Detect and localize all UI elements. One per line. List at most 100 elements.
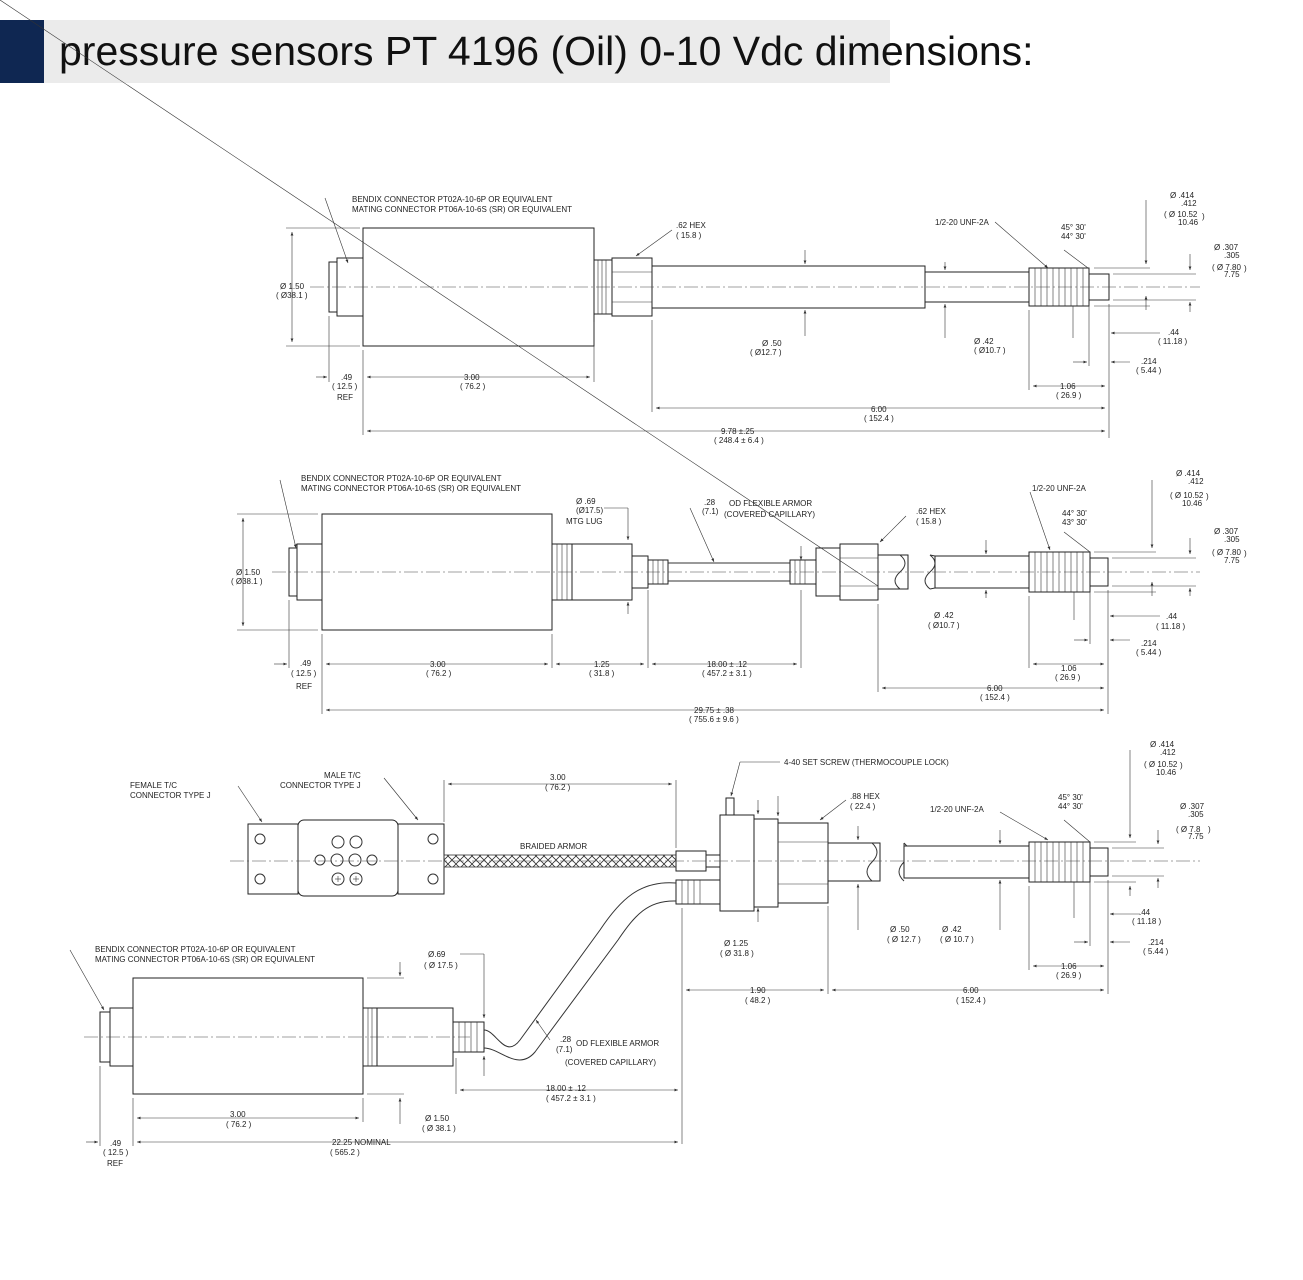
d3-male-tc-center: [297, 819, 399, 897]
d3-d190-b: ( 48.2 ): [745, 996, 771, 1005]
d1-dia307-b: .305: [1224, 251, 1240, 260]
page-title: pressure sensors PT 4196 (Oil) 0-10 Vdc …: [59, 28, 1034, 74]
d2-d106-b: ( 26.9 ): [1055, 673, 1081, 682]
d1-d44-a: .44: [1168, 328, 1180, 337]
d2-dia307-a: Ø .307: [1214, 527, 1239, 536]
d2-d1800-a: 18.00 ± .12: [707, 660, 748, 669]
d2-hex-metric: ( 15.8 ): [916, 517, 942, 526]
d1-d214-b: ( 5.44 ): [1136, 366, 1162, 375]
d3-dia307-a: Ø .307: [1180, 802, 1205, 811]
d2-dia414-a: Ø .414: [1176, 469, 1201, 478]
d1-d49-b: ( 12.5 ): [332, 382, 358, 391]
d1-connector-line2: MATING CONNECTOR PT06A-10-6S (SR) OR EQU…: [352, 205, 572, 214]
d1-d600-a: 6.00: [871, 405, 887, 414]
d3-male-a: MALE T/C: [324, 771, 361, 780]
d2-d44-a: .44: [1166, 612, 1178, 621]
d3-hex-label: .88 HEX: [850, 792, 880, 801]
d3-braided-label: BRAIDED ARMOR: [520, 842, 587, 851]
d3-d44-b: ( 11.18 ): [1132, 917, 1162, 926]
d1-d49-c: REF: [337, 393, 353, 402]
d1-hex-label: .62 HEX: [676, 221, 706, 230]
d2-dia414-b: .412: [1188, 477, 1204, 486]
d3-flex-armor-bottom: [483, 900, 677, 1061]
d3-armor-b: (7.1): [556, 1045, 573, 1054]
d3-d44-a: .44: [1139, 908, 1151, 917]
d2-d49-c: REF: [296, 682, 312, 691]
d2-d2975-b: ( 755.6 ± 9.6 ): [689, 715, 739, 724]
d1-dia414-c: ( Ø 10.52: [1164, 210, 1198, 219]
d2-angle-1: 44° 30': [1062, 509, 1087, 518]
d3-male-tc-connector: [397, 823, 445, 895]
d3-d49-c: REF: [107, 1159, 123, 1168]
d3-d2225-b: ( 565.2 ): [330, 1148, 360, 1157]
d1-d300-b: ( 76.2 ): [460, 382, 486, 391]
d2-lug-c: MTG LUG: [566, 517, 602, 526]
d1-d49-a: .49: [341, 373, 353, 382]
d3-d600-b: ( 152.4 ): [956, 996, 986, 1005]
drawing-1-standard-probe: BENDIX CONNECTOR PT02A-10-6P OR EQUIVALE…: [276, 191, 1247, 445]
d3-dia42-b: ( Ø 10.7 ): [940, 935, 974, 944]
d1-dia414-b: .412: [1181, 199, 1197, 208]
d3-d300t-a: 3.00: [550, 773, 566, 782]
d3-dia50-a: Ø .50: [890, 925, 910, 934]
d3-d49-a: .49: [110, 1139, 122, 1148]
d2-d106-a: 1.06: [1061, 664, 1077, 673]
d2-dia42-a: Ø .42: [934, 611, 954, 620]
d2-connector-line2: MATING CONNECTOR PT06A-10-6S (SR) OR EQU…: [301, 484, 521, 493]
d1-d300-a: 3.00: [464, 373, 480, 382]
d1-d600-b: ( 152.4 ): [864, 414, 894, 423]
d2-d600-a: 6.00: [987, 684, 1003, 693]
d2-connector-line1: BENDIX CONNECTOR PT02A-10-6P OR EQUIVALE…: [301, 474, 502, 483]
d3-connector-line2: MATING CONNECTOR PT06A-10-6S (SR) OR EQU…: [95, 955, 315, 964]
d1-thread-label: 1/2-20 UNF-2A: [935, 218, 989, 227]
d2-hex-label: .62 HEX: [916, 507, 946, 516]
d3-thread: [1028, 841, 1091, 883]
page-header: pressure sensors PT 4196 (Oil) 0-10 Vdc …: [0, 20, 1303, 83]
d1-angle-2: 44° 30': [1061, 232, 1086, 241]
d3-dia414-e: ): [1180, 761, 1183, 770]
d3-d214-b: ( 5.44 ): [1143, 947, 1169, 956]
d2-d214-b: ( 5.44 ): [1136, 648, 1162, 657]
d3-dia307-c: ( Ø 7.8: [1176, 825, 1201, 834]
d3-d1800-b: ( 457.2 ± 3.1 ): [546, 1094, 596, 1103]
d3-d106-b: ( 26.9 ): [1056, 971, 1082, 980]
d2-dia414-e: ): [1206, 492, 1209, 501]
d3-armor-fitting-top: [675, 879, 721, 905]
d3-dia307-b: .305: [1188, 810, 1204, 819]
d3-d125-b: ( Ø 31.8 ): [720, 949, 754, 958]
d2-armor-d: (COVERED CAPILLARY): [724, 510, 815, 519]
d3-flex-armor-top: [483, 882, 677, 1048]
d3-hex-metric: ( 22.4 ): [850, 802, 876, 811]
d2-armor-a: .28: [704, 498, 716, 507]
d2-d600-b: ( 152.4 ): [980, 693, 1010, 702]
d1-dia50-b: ( Ø12.7 ): [750, 348, 782, 357]
d3-lug-b: ( Ø 17.5 ): [424, 961, 458, 970]
d1-dia307-d: 7.75: [1224, 270, 1240, 279]
d1-dia307-a: Ø .307: [1214, 243, 1239, 252]
d3-d300-b: ( 76.2 ): [226, 1120, 252, 1129]
d3-setscrew: 4-40 SET SCREW (THERMOCOUPLE LOCK): [784, 758, 949, 767]
d1-d978-a: 9.78 ±.25: [721, 427, 755, 436]
d1-d106-a: 1.06: [1060, 382, 1076, 391]
d3-d600-a: 6.00: [963, 986, 979, 995]
d2-dia307-d: 7.75: [1224, 556, 1240, 565]
d2-dia150-b: ( Ø38.1 ): [231, 577, 263, 586]
d2-d300-b: ( 76.2 ): [426, 669, 452, 678]
d1-dia50-a: Ø .50: [762, 339, 782, 348]
d1-dia414-a: Ø .414: [1170, 191, 1195, 200]
d2-dia42-b: ( Ø10.7 ): [928, 621, 960, 630]
d1-d44-b: ( 11.18 ): [1158, 337, 1188, 346]
d2-d300-a: 3.00: [430, 660, 446, 669]
d3-armor-d: (COVERED CAPILLARY): [565, 1058, 656, 1067]
d3-d106-a: 1.06: [1061, 962, 1077, 971]
d2-d125-a: 1.25: [594, 660, 610, 669]
d2-d49-b: ( 12.5 ): [291, 669, 317, 678]
drawing-3-thermocouple-probe: FEMALE T/C CONNECTOR TYPE J MALE T/C CON…: [69, 740, 1211, 1168]
d2-dia414-d: 10.46: [1182, 499, 1203, 508]
d1-hex-metric: ( 15.8 ): [676, 231, 702, 240]
d2-armor-b: (7.1): [702, 507, 719, 516]
d3-dia150-a: Ø 1.50: [425, 1114, 450, 1123]
d3-angle-2: 44° 30': [1058, 802, 1083, 811]
d1-connector-line1: BENDIX CONNECTOR PT02A-10-6P OR EQUIVALE…: [352, 195, 553, 204]
